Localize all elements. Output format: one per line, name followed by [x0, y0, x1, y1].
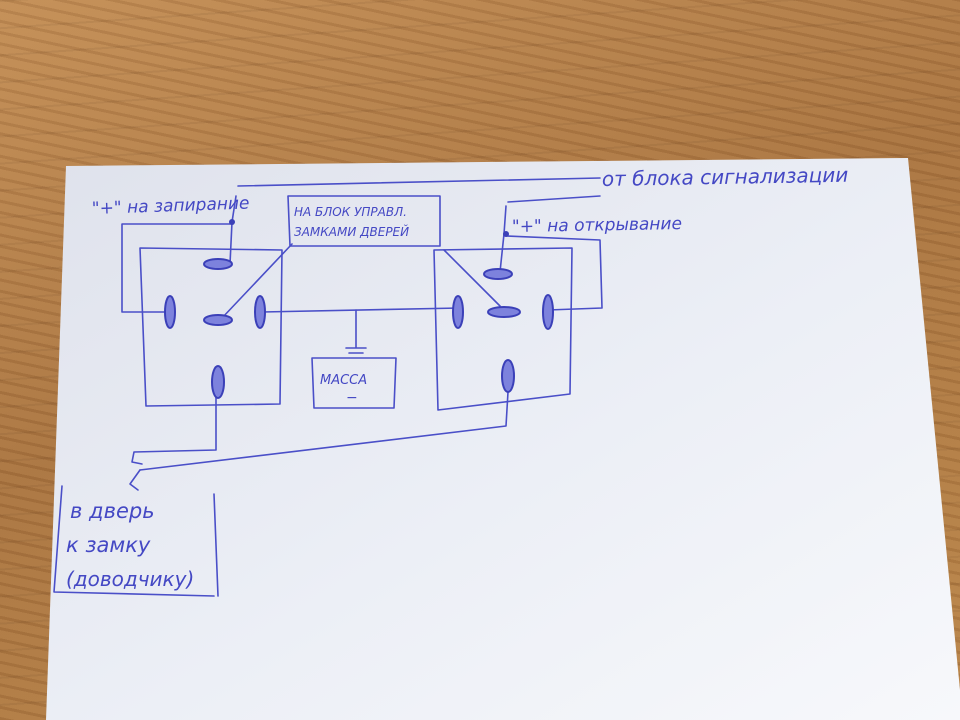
door-label-line1: в дверь: [70, 499, 155, 523]
right-relay-pin-left: [452, 295, 464, 329]
left-relay-pin-right: [254, 295, 266, 329]
ground-label: МАССА: [320, 373, 367, 388]
left-relay-pin-left: [164, 295, 176, 329]
wire-left-output: [131, 395, 217, 465]
control-unit-label-line2: ЗАМКАМИ ДВЕРЕЙ: [294, 224, 409, 239]
control-unit-label-line1: НА БЛОК УПРАВЛ.: [294, 205, 407, 219]
door-label-line3: (доводчику): [66, 567, 194, 591]
wire-door-feed: [129, 469, 141, 491]
signal-unit-label: от блока сигнализации: [602, 163, 849, 191]
lock-junction-dot: [229, 219, 235, 225]
unlock-plus-label: "+" на открывание: [512, 214, 682, 237]
right-relay-outline: [433, 247, 573, 411]
ground-minus-sign: −: [346, 390, 358, 406]
door-label-bracket: [53, 485, 219, 597]
control-unit-box: [287, 195, 441, 247]
left-relay-pin-top: [203, 258, 233, 270]
left-relay-pin-bottom: [211, 365, 225, 399]
wire-right-loop: [505, 235, 603, 311]
wire-right-output: [139, 391, 509, 471]
right-relay-pin-top: [483, 268, 513, 280]
left-relay-outline: [139, 247, 283, 407]
wire-middle-bus: [261, 307, 461, 313]
unlock-junction-dot: [503, 231, 509, 237]
left-relay-pin-center: [203, 314, 233, 326]
wire-left-relay-to-control: [221, 243, 293, 319]
right-relay-pin-center: [487, 306, 521, 318]
wire-ground-tap: [345, 309, 367, 354]
right-relay-pin-bottom: [501, 359, 515, 393]
wire-right-relay-internal: [443, 249, 501, 307]
door-label-line2: к замку: [66, 533, 151, 557]
right-relay-pin-right: [542, 294, 554, 330]
paper-sheet: [46, 158, 960, 720]
ground-box: [311, 357, 397, 409]
wire-left-loop: [121, 223, 233, 313]
